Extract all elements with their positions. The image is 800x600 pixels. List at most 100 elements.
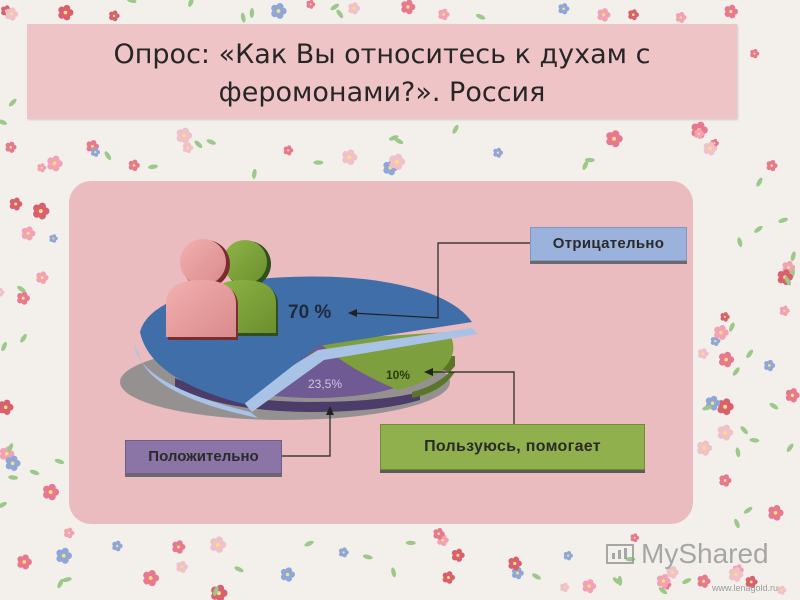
flower-decoration (703, 141, 718, 156)
leaf-decoration (394, 137, 404, 145)
leaf-decoration (0, 501, 7, 509)
callout-uses: Пользуюсь, помогает (380, 424, 645, 470)
leaf-decoration (0, 119, 8, 125)
leaf-decoration (756, 177, 763, 187)
flower-decoration (401, 0, 416, 15)
flower-decoration (58, 4, 74, 21)
flower-decoration (17, 291, 30, 305)
flower-decoration (49, 234, 58, 243)
flower-decoration (0, 399, 14, 415)
leaf-decoration (330, 3, 340, 11)
slide-title: Опрос: «Как Вы относитесь к духам с феро… (27, 36, 737, 112)
flower-decoration (0, 446, 15, 462)
callout-negative: Отрицательно (530, 227, 687, 261)
flower-decoration (719, 351, 735, 368)
flower-decoration (606, 130, 623, 148)
flower-decoration (271, 3, 287, 19)
flower-decoration (666, 565, 679, 579)
leaf-decoration (29, 469, 40, 476)
flower-decoration (451, 548, 465, 562)
leaf-decoration (126, 0, 137, 4)
label-uses: 10% (386, 368, 410, 382)
leaf-decoration (735, 447, 741, 458)
flower-decoration (597, 8, 611, 22)
leaf-decoration (732, 367, 740, 376)
flower-decoration (558, 3, 570, 15)
flower-decoration (630, 533, 640, 543)
leaf-decoration (7, 443, 14, 453)
flower-decoration (697, 440, 713, 456)
people-icon (166, 239, 278, 340)
leaf-decoration (194, 140, 203, 149)
flower-decoration (112, 540, 123, 552)
flower-decoration (210, 536, 227, 553)
leaf-decoration (682, 578, 692, 584)
leaf-decoration (754, 225, 763, 233)
leaf-decoration (778, 217, 788, 223)
connector-positive (282, 412, 331, 457)
flower-decoration (348, 2, 361, 15)
flower-decoration (109, 10, 120, 22)
leaf-decoration (206, 139, 216, 145)
flower-decoration (782, 260, 796, 274)
flower-decoration (785, 388, 800, 403)
leaf-decoration (313, 160, 324, 165)
flower-decoration (717, 398, 734, 416)
flower-decoration (563, 550, 573, 561)
flower-decoration (5, 141, 17, 153)
flower-decoration (724, 4, 738, 19)
flower-decoration (698, 348, 709, 360)
flower-decoration (750, 49, 760, 59)
leaf-decoration (740, 426, 748, 435)
slide-title-line-2: феромонами?». Россия (218, 77, 546, 108)
flower-decoration (675, 11, 687, 23)
flower-decoration (656, 573, 671, 588)
flower-decoration (47, 155, 63, 172)
leaf-decoration (475, 13, 486, 20)
flower-decoration (745, 575, 758, 589)
flower-decoration (176, 127, 193, 144)
flower-decoration (37, 163, 47, 173)
slice-negative-edge (240, 328, 478, 412)
leaf-decoration (213, 586, 219, 597)
leaf-decoration (452, 124, 459, 134)
flower-decoration (306, 0, 316, 9)
leaf-decoration (746, 349, 754, 358)
slide-title-line-1: Опрос: «Как Вы относитесь к духам с (113, 39, 651, 70)
leaf-decoration (1, 341, 7, 352)
leaf-decoration (405, 540, 416, 546)
leaf-decoration (784, 276, 792, 286)
flower-decoration (728, 567, 744, 582)
label-positive: 23,5% (308, 377, 342, 391)
leaf-decoration (531, 573, 541, 580)
connector-positive-arrow (326, 406, 334, 415)
leaf-decoration (336, 9, 344, 19)
flower-decoration (442, 571, 455, 584)
leaf-decoration (54, 458, 65, 465)
flower-decoration (714, 325, 729, 340)
flower-decoration (694, 128, 705, 140)
flower-decoration (21, 226, 36, 241)
flower-decoration (143, 569, 160, 587)
connector-negative-arrow (348, 309, 357, 317)
watermark-url: www.lenagold.ru (712, 583, 779, 593)
leaf-decoration (304, 540, 314, 547)
leaf-decoration (728, 322, 735, 332)
leaf-decoration (617, 575, 623, 586)
flower-decoration (560, 582, 570, 593)
flower-decoration (43, 483, 60, 501)
flower-decoration (338, 547, 349, 558)
leaf-decoration (388, 135, 399, 141)
leaf-decoration (391, 567, 396, 578)
leaf-decoration (252, 168, 257, 179)
leaf-decoration (702, 405, 712, 411)
flower-decoration (766, 160, 778, 172)
leaf-decoration (8, 98, 17, 107)
connector-uses (428, 371, 515, 424)
leaf-decoration (8, 475, 19, 480)
flower-decoration (389, 153, 406, 171)
flower-decoration (720, 312, 730, 322)
leaf-decoration (769, 402, 779, 410)
flower-decoration (9, 197, 23, 211)
